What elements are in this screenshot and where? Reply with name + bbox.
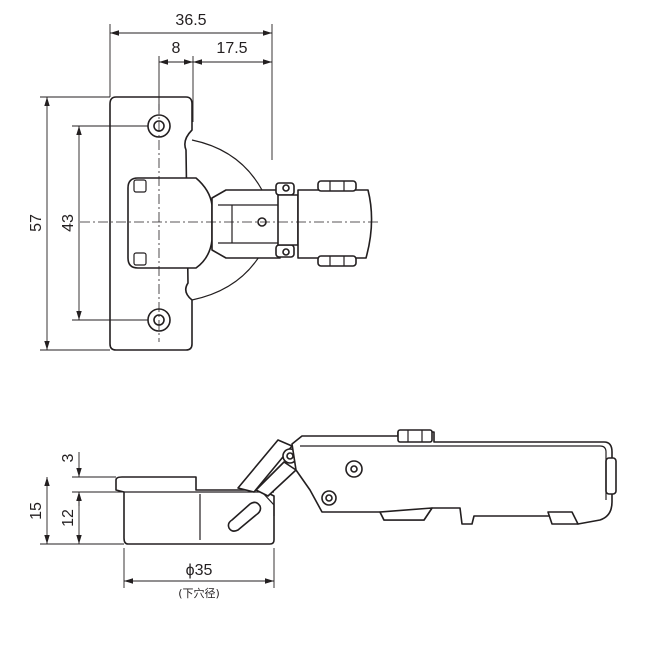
arm-base-block: [127, 177, 213, 269]
side-view: 3 15 12 ϕ35 (下穴径): [28, 429, 617, 600]
dim-cup-diameter: ϕ35: [186, 562, 213, 579]
cup-diameter-note: (下穴径): [178, 586, 220, 600]
dim-cup-depth: 12: [60, 509, 77, 527]
hinge-arm: [211, 189, 281, 259]
dim-overall-height: 57: [28, 214, 45, 232]
dim-hole-pitch: 43: [60, 214, 77, 232]
base-block-slot-upper: [133, 179, 147, 193]
plate-boss: [191, 139, 263, 301]
top-view: 36.5 8 17.5 57 43: [28, 12, 380, 351]
arm-end-clip: [605, 457, 617, 495]
dim-overall-width: 36.5: [175, 12, 206, 29]
base-block-slot-lower: [133, 252, 147, 266]
adjust-screw-head: [397, 429, 433, 443]
dim-cup-protrusion: 3: [60, 453, 77, 462]
dim-hole-offset: 8: [172, 40, 181, 57]
cup-adjust-slot: [227, 501, 262, 532]
dim-total-depth: 15: [28, 502, 45, 520]
dim-arm-offset: 17.5: [216, 40, 247, 57]
arm-extension: [297, 189, 373, 259]
